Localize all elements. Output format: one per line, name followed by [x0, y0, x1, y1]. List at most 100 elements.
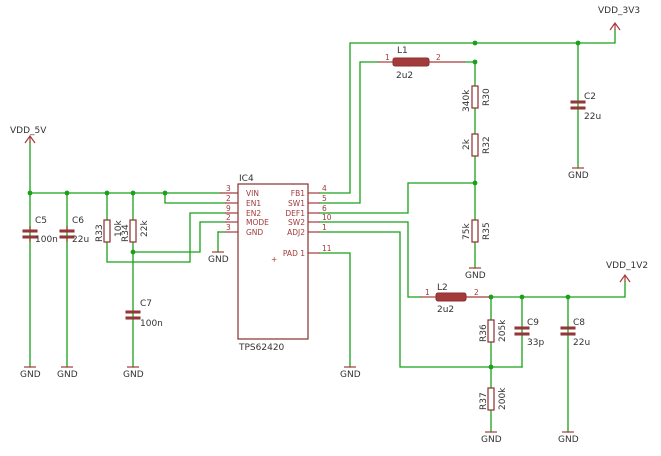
r32-ref: R32 [482, 136, 492, 154]
ic-pin-name: PAD 1 [283, 249, 305, 258]
gnd-label: GND [481, 435, 502, 445]
c6-value: 22u [72, 235, 89, 245]
resistor-r36: R36 205k [479, 319, 508, 343]
ic-pin-name: EN1 [246, 199, 261, 208]
ic-pin-number: 2 [226, 213, 231, 222]
junction-dot [472, 180, 478, 186]
gnd-symbol: GND [558, 431, 579, 445]
c7-ref: C7 [140, 299, 152, 309]
junction-dot [130, 249, 136, 255]
ic-pin-name: DEF1 [285, 209, 305, 218]
junction-dot [519, 294, 525, 300]
ic-designator: IC4 [239, 174, 254, 184]
r36-ref: R36 [479, 324, 489, 342]
l1-value: 2u2 [396, 71, 413, 81]
ic-part-number: TPS62420 [238, 343, 285, 353]
c8-value: 22u [573, 338, 590, 348]
r35-value: 75k [462, 223, 472, 240]
capacitor-c7: C7 100n [125, 299, 163, 329]
r33-value: 10k [114, 220, 124, 237]
gnd-symbol: GND [568, 167, 589, 181]
junctions [27, 40, 581, 370]
capacitor-c6: C6 22u [59, 216, 89, 245]
capacitor-c2: C2 22u [570, 92, 601, 122]
vdd-3v3-label: VDD_3V3 [598, 6, 640, 16]
r32-value: 2k [462, 138, 472, 150]
vdd-5v-symbol: VDD_5V [10, 126, 47, 144]
gnd-symbol: GND [481, 431, 502, 445]
vdd-3v3-symbol: VDD_3V3 [598, 6, 640, 31]
gnd-label: GND [20, 370, 41, 380]
r33-ref: R33 [95, 224, 105, 242]
r37-value: 200k [498, 387, 508, 410]
capacitor-c9: C9 33p [514, 318, 544, 348]
r35-ref: R35 [482, 222, 492, 240]
r30-ref: R30 [482, 88, 492, 106]
l1-ref: L1 [397, 46, 408, 56]
l2-ref: L2 [437, 283, 448, 293]
resistor-r32: 2k R32 [462, 133, 492, 157]
c6-ref: C6 [72, 216, 84, 226]
vdd-5v-label: VDD_5V [10, 126, 47, 136]
gnd-symbol: GND [340, 366, 361, 380]
r30-value: 340k [462, 89, 472, 112]
ic-pin-number: 3 [226, 223, 231, 232]
ic-pin-number: 9 [226, 204, 231, 213]
c9-value: 33p [527, 338, 544, 348]
gnd-label: GND [340, 370, 361, 380]
l1-pin2: 2 [436, 53, 441, 62]
gnd-label: GND [558, 435, 579, 445]
resistor-r34: R34 22k [121, 219, 150, 243]
junction-dot [472, 40, 478, 46]
gnd-label: GND [465, 271, 486, 281]
gnd-symbol: GND [123, 366, 144, 380]
ic-pin-number: 10 [322, 213, 332, 222]
gnd-symbol: GND [208, 251, 229, 265]
c8-ref: C8 [573, 318, 585, 328]
junction-dot [472, 59, 478, 65]
junction-dot [575, 40, 581, 46]
c2-value: 22u [584, 112, 601, 122]
l1-pin1: 1 [385, 53, 390, 62]
ic-pin-number: 11 [322, 244, 332, 253]
ic-pin-number: 6 [322, 204, 327, 213]
ic-pin-number: 2 [226, 194, 231, 203]
resistor-r30: 340k R30 [462, 85, 492, 112]
gnd-label: GND [57, 370, 78, 380]
r36-value: 205k [498, 319, 508, 342]
l2-pin1: 1 [425, 288, 430, 297]
ic-pin-name: ADJ2 [287, 228, 305, 237]
junction-dot [64, 190, 70, 196]
c2-ref: C2 [584, 92, 596, 102]
capacitor-c8: C8 22u [560, 318, 590, 348]
ic-pin-name: EN2 [246, 209, 261, 218]
gnd-label: GND [208, 255, 229, 265]
gnd-symbol: GND [20, 366, 41, 380]
ic-pin-number: 3 [226, 184, 231, 193]
junction-dot [488, 294, 494, 300]
ic-pin-number: 1 [322, 223, 327, 232]
r34-ref: R34 [121, 224, 131, 242]
resistor-r33: R33 10k [95, 219, 124, 243]
inductor-l1: L1 2u2 1 2 [378, 46, 465, 81]
c5-ref: C5 [35, 216, 47, 226]
r37-ref: R37 [479, 392, 489, 410]
ic-pin-number: 4 [322, 184, 327, 193]
junction-dot [130, 190, 136, 196]
c5-value: 100n [35, 235, 58, 245]
capacitor-c5: C5 100n [22, 216, 58, 245]
c7-value: 100n [140, 319, 163, 329]
vdd-1v2-label: VDD_1V2 [606, 261, 648, 271]
gnd-label: GND [568, 171, 589, 181]
ic-pin-name: SW2 [288, 218, 305, 227]
vdd-1v2-symbol: VDD_1V2 [606, 261, 648, 283]
gnd-symbol: GND [465, 267, 486, 281]
junction-dot [488, 364, 494, 370]
ic-body [237, 183, 309, 340]
ic-pin-name: FB1 [291, 189, 305, 198]
ic-pin-name: GND [246, 228, 263, 237]
ic-pin-name: SW1 [288, 199, 305, 208]
resistor-r37: R37 200k [479, 387, 508, 411]
ic-pin-name: MODE [246, 218, 269, 227]
